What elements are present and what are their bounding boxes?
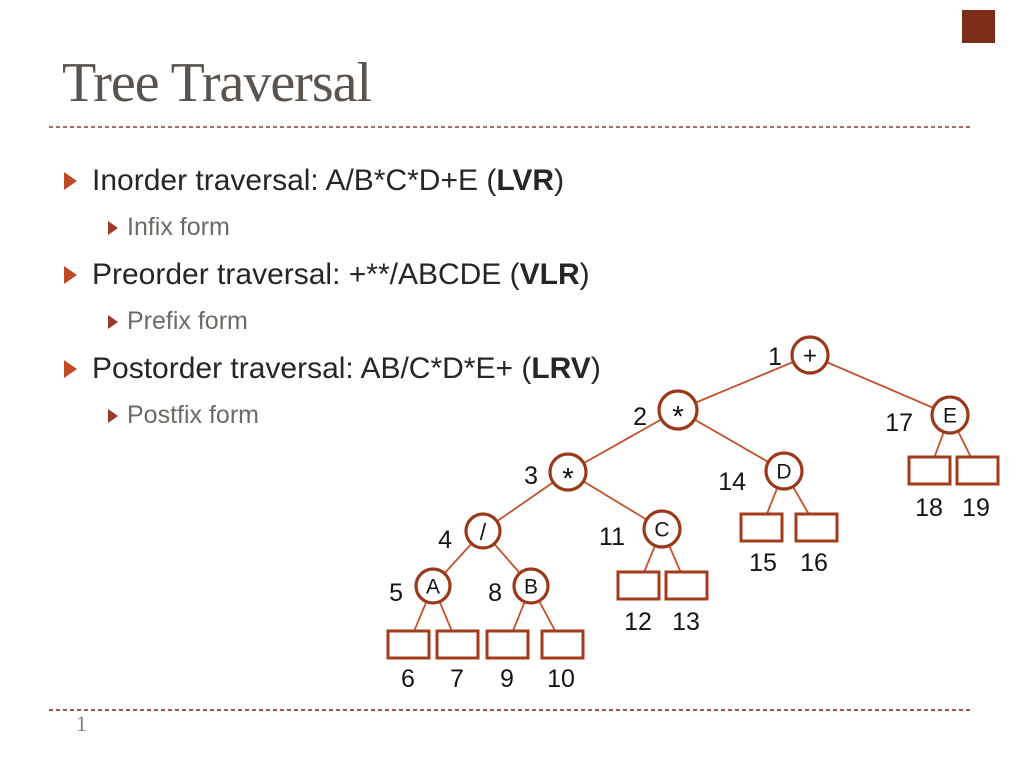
tree-node-number: 8 (488, 579, 502, 607)
bullet-triangle-icon (64, 171, 77, 190)
bullet-text-bold: VLR (519, 257, 580, 291)
bullet-item-infix: Infix form (0, 204, 700, 251)
bullet-list: Inorder traversal: A/B*C*D+E (LVR) Infix… (0, 157, 700, 439)
tree-leaf-number: 9 (500, 665, 514, 693)
tree-node-circle (930, 395, 970, 435)
tree-node-number: 3 (524, 462, 538, 490)
bullet-triangle-icon (64, 265, 77, 284)
tree-leaf-box (907, 455, 952, 486)
tree-node-number: 2 (633, 403, 647, 431)
bullet-triangle-icon (64, 359, 77, 378)
footer-separator (49, 709, 973, 711)
page-title: Tree Traversal (62, 52, 372, 114)
tree-node-circle (764, 451, 804, 491)
tree-node-label: * (672, 401, 684, 434)
bullet-item-inorder: Inorder traversal: A/B*C*D+E (LVR) (0, 157, 700, 204)
page-number: 1 (76, 711, 87, 736)
tree-leaf-number: 7 (450, 665, 464, 693)
tree-leaf-number: 13 (672, 608, 700, 636)
bullet-subtext: Infix form (127, 213, 230, 241)
tree-node-label: B (524, 576, 538, 599)
tree-node-number: 11 (599, 523, 625, 551)
tree-leaf-box (386, 629, 431, 660)
tree-node-circle (464, 512, 502, 550)
tree-node-label: / (480, 519, 487, 545)
tree-node-circle (657, 389, 699, 431)
tree-node-number: 5 (389, 579, 403, 607)
tree-leaf-number: 6 (401, 665, 415, 693)
tree-leaf-box (485, 629, 530, 660)
tree-leaf-box (955, 455, 1000, 486)
bullet-triangle-icon (108, 408, 118, 423)
tree-leaf-box (540, 629, 585, 660)
bullet-text-post: ) (579, 257, 590, 291)
tree-leaf-box (616, 570, 661, 601)
tree-node-number: 4 (438, 526, 452, 554)
tree-node-circle (642, 509, 682, 549)
tree-leaf-box (739, 512, 784, 543)
bullet-text-pre: Postorder traversal: AB/C*D*E+ ( (92, 351, 532, 385)
tree-node-label: E (943, 405, 957, 428)
tree-leaf-number: 16 (800, 549, 828, 577)
tree-node-number: 17 (885, 409, 913, 437)
tree-leaf-box (435, 629, 480, 660)
tree-leaf-number: 15 (749, 549, 777, 577)
tree-leaf-box (664, 570, 709, 601)
bullet-text: Inorder traversal: A/B*C*D+E (LVR) (92, 164, 564, 198)
tree-edge (567, 409, 679, 473)
bullet-item-preorder: Preorder traversal: +**/ABCDE (VLR) (0, 251, 700, 298)
tree-edge (809, 354, 951, 416)
bullet-triangle-icon (108, 314, 118, 329)
tree-node-label: D (776, 461, 791, 484)
tree-node-circle (548, 452, 588, 492)
tree-node-number: 14 (718, 468, 746, 496)
tree-leaf-number: 12 (624, 608, 652, 636)
tree-leaf-box (794, 512, 839, 543)
tree-leaf-number: 19 (962, 494, 990, 522)
tree-node-label: A (426, 576, 440, 599)
bullet-item-postfix: Postfix form (0, 392, 700, 439)
tree-node-circle (414, 567, 452, 605)
bullet-text: Preorder traversal: +**/ABCDE (VLR) (92, 258, 590, 292)
bullet-item-postorder: Postorder traversal: AB/C*D*E+ (LRV) (0, 345, 700, 392)
accent-square (962, 10, 995, 43)
bullet-subtext: Prefix form (127, 307, 248, 335)
tree-node-label: * (562, 463, 574, 496)
bullet-text: Postorder traversal: AB/C*D*E+ (LRV) (92, 352, 601, 386)
bullet-text-post: ) (554, 163, 565, 197)
bullet-triangle-icon (108, 220, 118, 235)
tree-leaf-number: 18 (915, 494, 943, 522)
tree-node-circle (512, 567, 550, 605)
bullet-text-post: ) (590, 351, 601, 385)
bullet-subtext: Postfix form (127, 401, 259, 429)
bullet-text-bold: LRV (531, 351, 591, 385)
bullet-text-pre: Preorder traversal: +**/ABCDE ( (92, 257, 520, 291)
bullet-text-pre: Inorder traversal: A/B*C*D+E ( (92, 163, 497, 197)
tree-node-number: 1 (768, 343, 782, 371)
tree-leaf-number: 10 (547, 665, 575, 693)
tree-node-circle (790, 335, 830, 375)
tree-node-label: + (803, 343, 817, 370)
bullet-text-bold: LVR (496, 163, 555, 197)
tree-node-label: C (654, 519, 669, 542)
tree-edge (677, 354, 811, 411)
title-separator (49, 126, 973, 128)
bullet-item-prefix: Prefix form (0, 298, 700, 345)
